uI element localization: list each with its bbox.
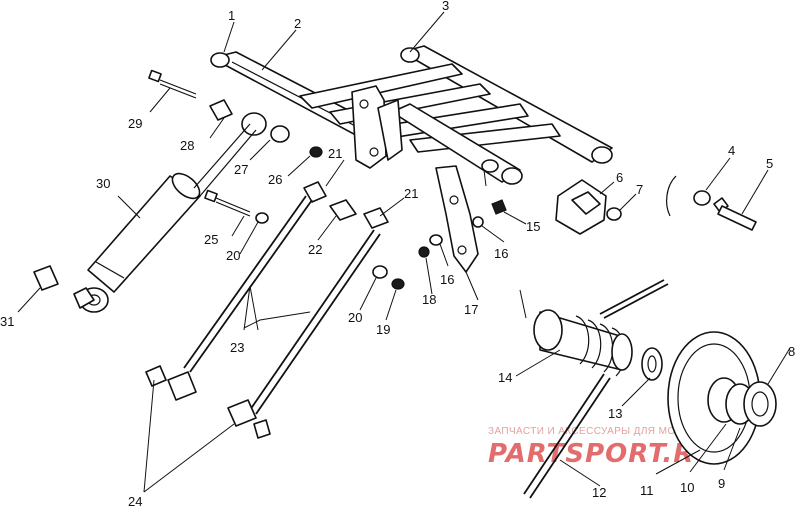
bushing-28 [209,99,233,121]
callout-26: 26 [268,172,282,187]
washer-13 [641,347,663,381]
nut-19 [391,278,405,290]
watermark-logo: PARTSPORT.RU [488,439,716,469]
bushing-21-lower [363,207,389,229]
callout-29: 29 [128,116,142,131]
callout-15: 15 [526,219,540,234]
washer-20-lower [372,265,388,279]
bolt-25 [204,189,251,217]
callout-7: 7 [636,182,643,197]
callout-17: 17 [464,302,478,317]
bolt-15 [491,199,507,215]
callout-24: 24 [128,494,142,509]
callout-5: 5 [766,156,773,171]
callout-16-right: 16 [494,246,508,261]
callout-1: 1 [228,8,235,23]
callout-25: 25 [204,232,218,247]
bushing-22 [329,199,357,221]
callout-4: 4 [728,143,735,158]
callout-2: 2 [294,16,301,31]
bolt-5 [713,197,757,231]
watermark: ЗАПЧАСТИ И АКСЕССУАРЫ ДЛЯ МОТОТЕХНИКИ PA… [488,426,739,469]
callout-18: 18 [422,292,436,307]
slide-block [555,179,607,235]
callout-20-lower: 20 [348,310,362,325]
watermark-tagline: ЗАПЧАСТИ И АКСЕССУАРЫ ДЛЯ МОТОТЕХНИКИ [488,426,739,437]
spring-hub [523,279,669,499]
nut-26 [309,146,323,158]
idler-wheel [667,331,777,465]
callout-21-upper: 21 [328,146,342,161]
washer-7 [606,207,622,221]
shock-absorber [73,123,257,313]
washer-20-left [255,212,269,224]
callout-22: 22 [308,242,322,257]
callout-9: 9 [718,476,725,491]
bolt-29 [148,69,197,99]
strap-bracket [435,165,479,273]
bushing-27-right [270,125,290,143]
callout-6: 6 [616,170,623,185]
callout-28: 28 [180,138,194,153]
callout-31: 31 [0,314,14,329]
callout-16-left: 16 [440,272,454,287]
washer-4 [693,190,711,206]
bushing-21-upper [303,181,327,203]
callout-14: 14 [498,370,512,385]
washer-16-right [472,216,484,228]
clip-4 [666,175,677,217]
callout-19: 19 [376,322,390,337]
callout-8: 8 [788,344,795,359]
callout-20-left: 20 [226,248,240,263]
callout-3: 3 [442,0,449,13]
callout-23: 23 [230,340,244,355]
callout-11: 11 [640,483,654,498]
callout-12: 12 [592,485,606,500]
leader-lines [17,11,791,493]
limiter-rods [145,195,381,439]
callout-27: 27 [234,162,248,177]
callout-21-lower: 21 [404,186,418,201]
bushing-31 [33,265,59,291]
callout-10: 10 [680,480,694,495]
callout-30: 30 [96,176,110,191]
bushing-27-left [241,112,267,136]
washer-16-left [429,234,443,246]
rear-arm-frame [210,45,613,185]
callout-13: 13 [608,406,622,421]
nut-18 [418,246,430,258]
